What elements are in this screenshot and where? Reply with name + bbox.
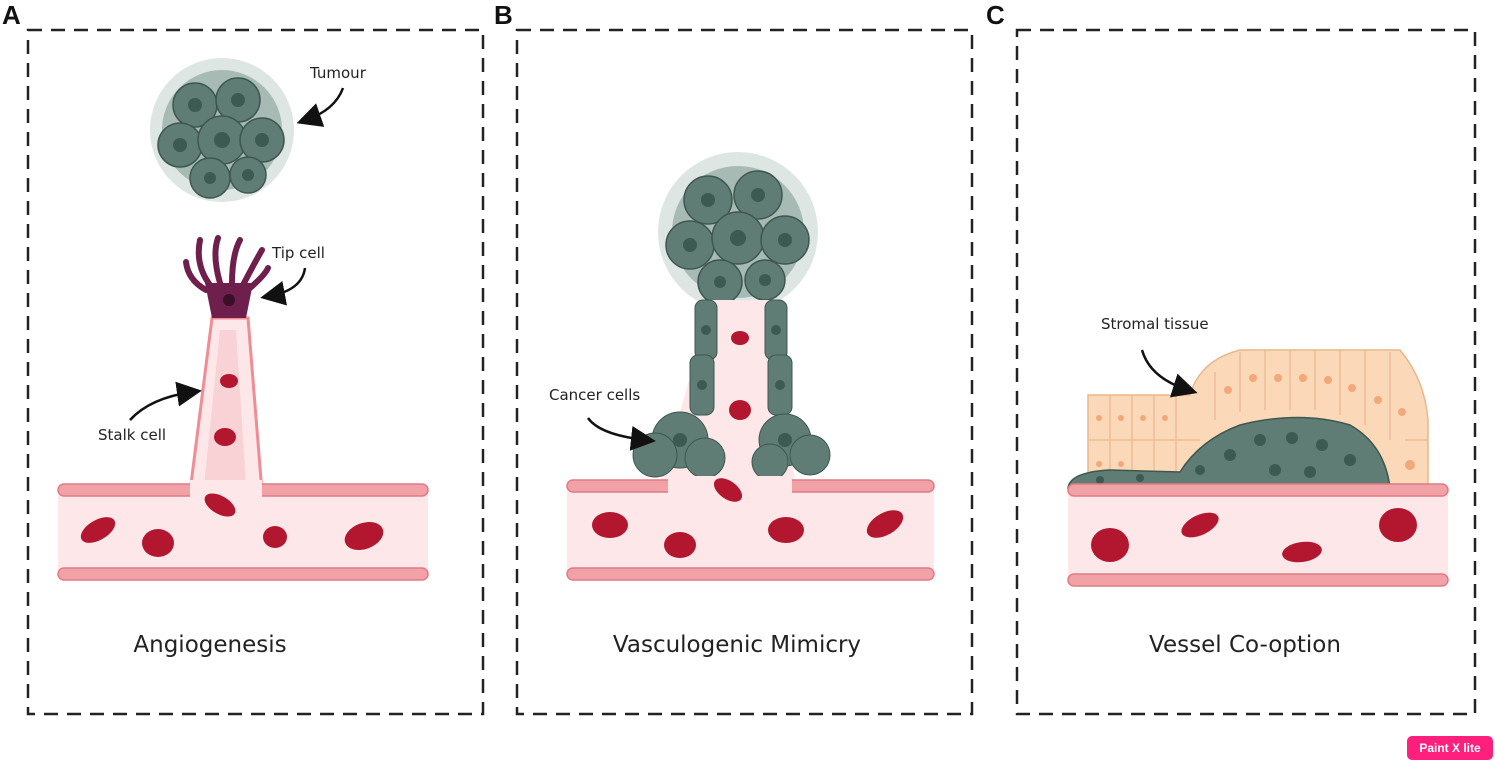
vessel-wall-bottom-c: [1067, 573, 1449, 587]
panel-border-c: [1015, 28, 1477, 716]
label-cancer-cells: Cancer cells: [549, 386, 640, 404]
label-tumour: Tumour: [309, 64, 367, 82]
title-vessel-co-option: Vessel Co-option: [1149, 632, 1341, 658]
red-blood-cells-c: [1091, 508, 1417, 563]
panel-b: B: [494, 0, 974, 716]
red-blood-cells-a: [80, 374, 384, 557]
panel-letter-b: B: [494, 0, 513, 30]
label-stromal-tissue: Stromal tissue: [1101, 315, 1209, 333]
title-vasculogenic-mimicry: Vasculogenic Mimicry: [613, 632, 861, 658]
panel-letter-a: A: [2, 0, 21, 30]
watermark-badge: Paint X lite: [1407, 736, 1493, 760]
panel-c: C: [986, 0, 1477, 716]
arrow-cancer-cells: [586, 417, 656, 451]
co-opting-cancer-cells: [1067, 416, 1391, 489]
panel-border-a: [26, 28, 485, 716]
panel-border-b: [515, 28, 974, 716]
panel-a: A Tumour: [2, 0, 485, 716]
title-angiogenesis: Angiogenesis: [133, 632, 286, 658]
arrow-stromal-tissue: [1140, 349, 1198, 398]
red-blood-cells-b: [592, 331, 904, 558]
tumour-cluster: [150, 58, 294, 202]
label-stalk-cell: Stalk cell: [98, 426, 166, 444]
vessel-wall-top-c: [1067, 483, 1449, 497]
tip-cell: [183, 235, 271, 318]
cancer-cell-walls: [632, 299, 831, 481]
vessel-wall-bottom-a: [57, 567, 429, 581]
arrow-tumour: [296, 87, 345, 127]
label-tip-cell: Tip cell: [271, 244, 325, 262]
tumour-cluster-b: [658, 152, 818, 312]
panel-letter-c: C: [986, 0, 1005, 30]
arrow-stalk-cell: [129, 381, 202, 421]
arrow-tip-cell: [260, 267, 307, 306]
vessel-wall-bottom-b: [566, 567, 935, 581]
